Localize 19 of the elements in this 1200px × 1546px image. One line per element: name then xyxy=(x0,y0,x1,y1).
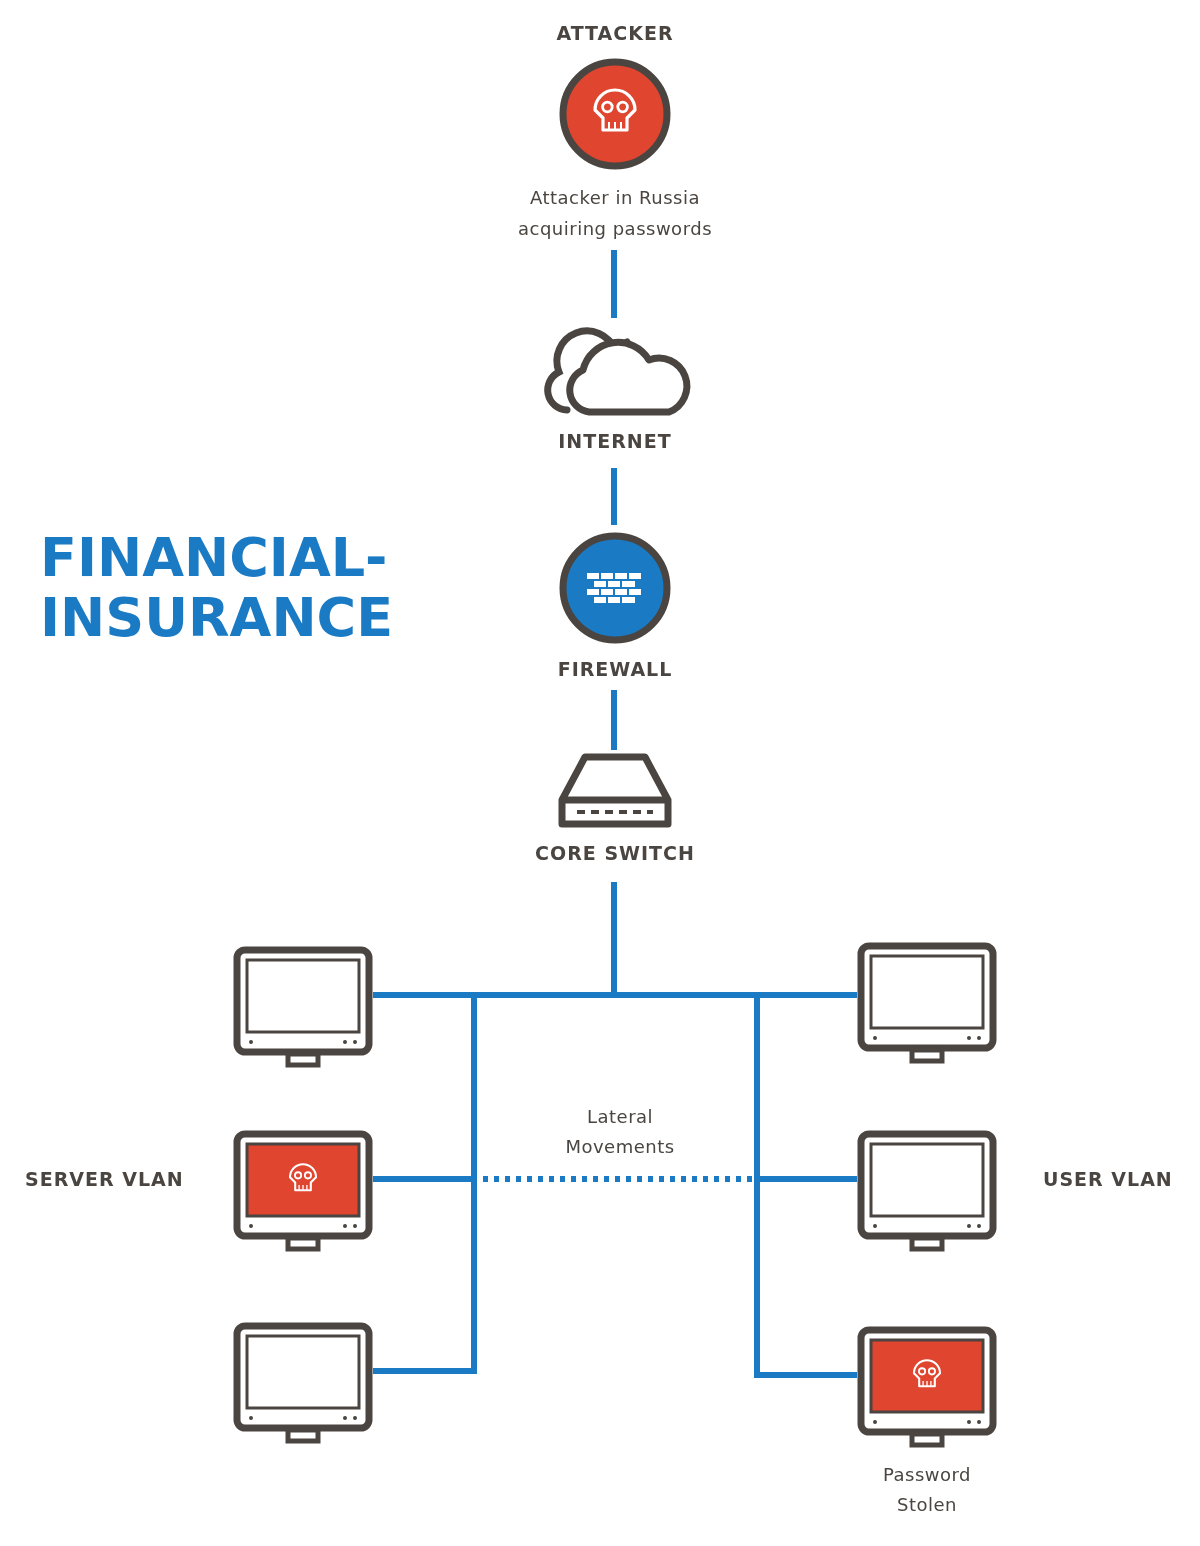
connector-line xyxy=(611,468,617,525)
monitor-drawing xyxy=(857,942,997,1064)
node-label: CORE SWITCH xyxy=(535,842,695,864)
group-label: USER VLAN xyxy=(1043,1168,1173,1190)
connector-line xyxy=(611,882,857,1378)
node-label: INTERNET xyxy=(558,430,672,452)
connector-line xyxy=(611,250,617,318)
monitor-drawing xyxy=(857,1326,997,1448)
monitor-drawing xyxy=(233,946,373,1068)
monitor-drawing xyxy=(233,1322,373,1444)
node-description: Attacker in Russia acquiring passwords xyxy=(516,186,714,241)
monitor-drawing xyxy=(857,1130,997,1252)
diagram-title: FINANCIAL-INSURANCE xyxy=(40,528,390,648)
monitor-drawing xyxy=(233,1130,373,1252)
node-heading: ATTACKER xyxy=(556,22,674,44)
connector-line xyxy=(611,690,617,750)
group-label: SERVER VLAN xyxy=(25,1168,184,1190)
node-label: FIREWALL xyxy=(557,658,673,680)
node-label: Password Stolen xyxy=(881,1463,973,1517)
